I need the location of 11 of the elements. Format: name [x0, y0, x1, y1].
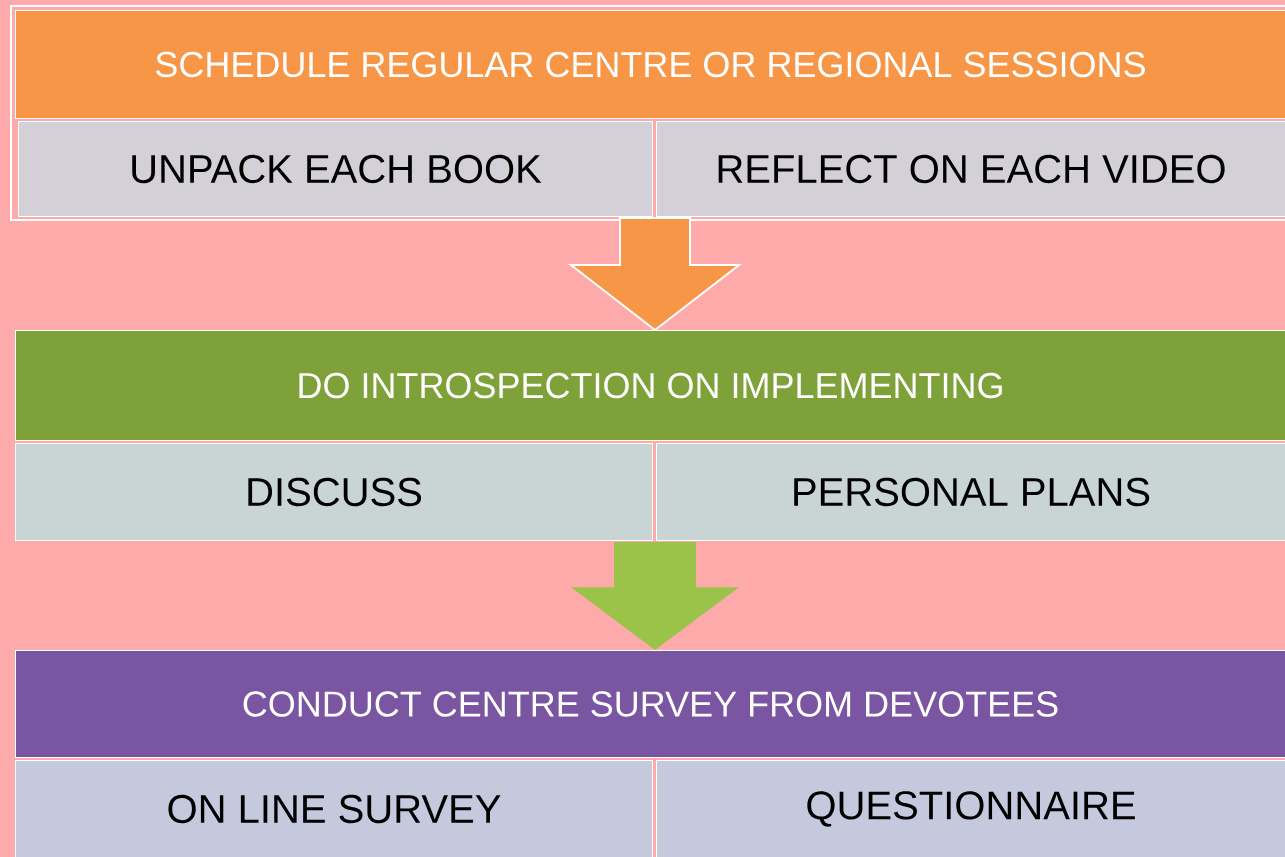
header-band: CONDUCT CENTRE SURVEY FROM DEVOTEES	[15, 650, 1285, 758]
item-box: PERSONAL PLANS	[656, 443, 1285, 541]
block-arrow	[568, 217, 742, 332]
item-box: DISCUSS	[15, 443, 653, 541]
item-box: UNPACK EACH BOOK	[18, 121, 653, 217]
block-arrow	[571, 542, 739, 650]
header-band: SCHEDULE REGULAR CENTRE OR REGIONAL SESSIONS	[15, 10, 1285, 119]
item-box: ON LINE SURVEY	[15, 760, 653, 857]
item-box: REFLECT ON EACH VIDEO	[656, 121, 1285, 217]
item-box: QUESTIONNAIRE	[656, 760, 1285, 857]
header-band: DO INTROSPECTION ON IMPLEMENTING	[15, 330, 1285, 441]
